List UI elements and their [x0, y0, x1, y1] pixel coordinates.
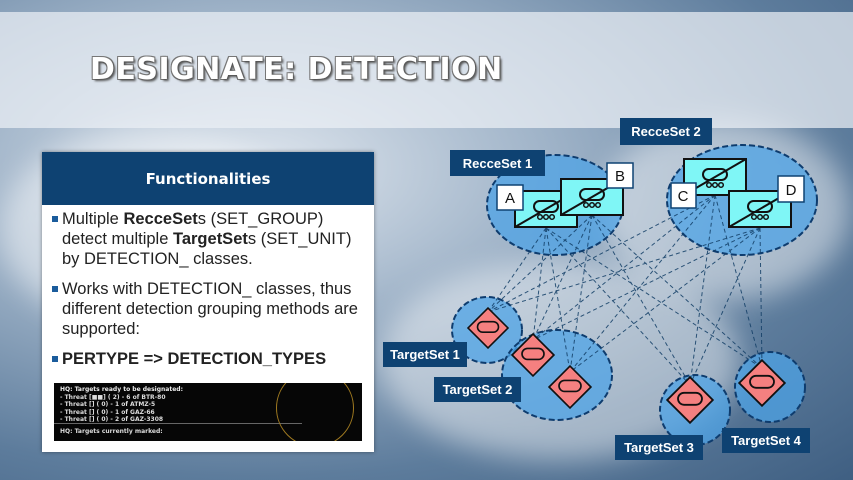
shot-footer: HQ: Targets currently marked:	[60, 428, 163, 435]
shot-line: - Threat [] ( 0) - 1 of ATMZ-5	[60, 401, 156, 408]
text-bold: RecceSet	[123, 210, 198, 228]
bullet-detection-classes: Works with DETECTION_ classes, thus diff…	[52, 279, 364, 339]
game-screenshot: HQ: Targets ready to be designated: - Th…	[54, 383, 362, 441]
targetset-2-label: TargetSet 2	[434, 377, 521, 402]
unit-letter-b: B	[615, 168, 625, 185]
shot-line: - Threat [■■] ( 2) - 6 of BTR-80	[60, 393, 166, 401]
text: s (SET_UNIT) by DETECTION_ classes.	[62, 230, 352, 268]
targetset-3-label: TargetSet 3	[615, 435, 703, 460]
detection-lines	[487, 194, 763, 386]
bullet-recce-target: Multiple RecceSets (SET_GROUP) detect mu…	[52, 209, 364, 269]
targetset-1-label: TargetSet 1	[383, 342, 467, 367]
recceset-2-label: RecceSet 2	[620, 118, 712, 145]
unit-letter-d: D	[786, 182, 797, 199]
targetset-2-area	[501, 329, 613, 421]
shot-line: - Threat [] ( 0) - 1 of GAZ-66	[60, 408, 155, 416]
bullet-pertype: PERTYPE => DETECTION_TYPES	[52, 349, 364, 369]
shot-line: - Threat [] ( 0) - 2 of GAZ-3308	[60, 416, 164, 423]
functionalities-panel: Functionalities Multiple RecceSets (SET_…	[42, 152, 374, 452]
unit-letter-a: A	[505, 190, 515, 207]
unit-letter-c: C	[678, 188, 689, 205]
text: s (SET_GROUP) detect multiple	[62, 210, 324, 248]
panel-header: Functionalities	[42, 152, 374, 205]
recceset-1-label: RecceSet 1	[450, 150, 545, 176]
slide-title: DESIGNATE: DETECTION	[90, 52, 503, 87]
text-bold: TargetSet	[172, 230, 248, 248]
shot-line: HQ: Targets ready to be designated:	[60, 386, 183, 393]
compass-hud	[276, 383, 354, 441]
text: Multiple	[62, 210, 124, 228]
title-band	[0, 12, 853, 128]
targetset-4-label: TargetSet 4	[722, 428, 810, 453]
